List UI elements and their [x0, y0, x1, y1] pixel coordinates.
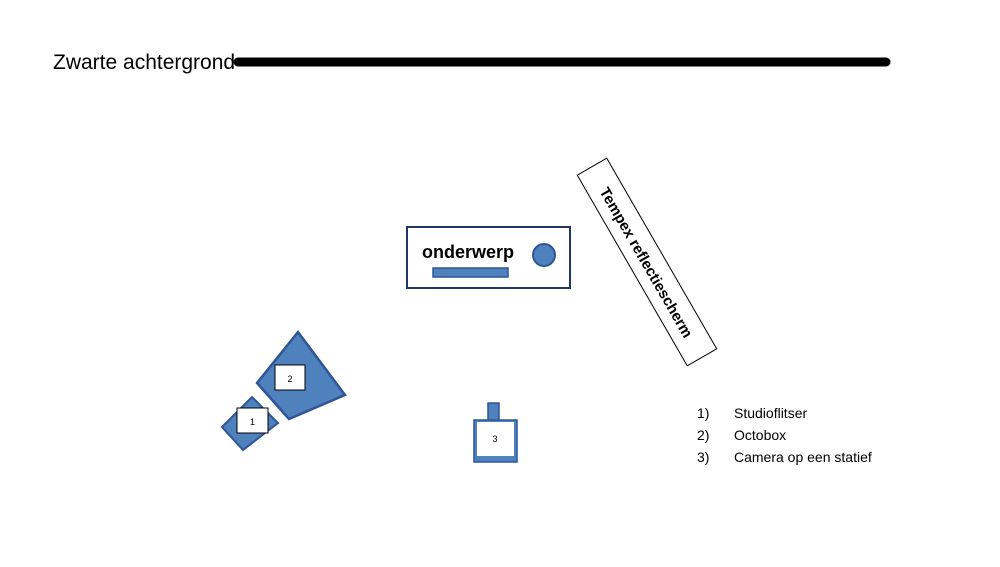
legend-item: 3) Camera op een statief	[697, 446, 872, 468]
legend: 1) Studioflitser 2) Octobox 3) Camera op…	[697, 402, 872, 468]
flash-marker-number: 1	[250, 417, 255, 427]
octobox-marker	[274, 364, 306, 391]
flash-marker	[236, 407, 269, 434]
background-title: Zwarte achtergrond	[53, 51, 236, 74]
legend-number: 2)	[697, 427, 710, 443]
legend-text: Octobox	[734, 427, 787, 443]
legend-text: Camera op een statief	[734, 449, 872, 465]
subject-label: onderwerp	[422, 242, 514, 262]
subject: onderwerp	[406, 226, 571, 289]
camera: 3	[473, 402, 518, 463]
legend-item: 1) Studioflitser	[697, 402, 872, 424]
reflector-label: Tempex reflectiescherm	[596, 185, 696, 341]
camera-lens	[487, 402, 500, 422]
legend-number: 1)	[697, 405, 710, 421]
studio-flash: 1	[220, 395, 280, 452]
camera-marker	[477, 422, 514, 456]
legend-item: 2) Octobox	[697, 424, 872, 446]
octobox: 2	[255, 329, 347, 421]
subject-circle	[532, 243, 556, 267]
legend-text: Studioflitser	[734, 405, 808, 421]
octobox-marker-number: 2	[287, 374, 292, 384]
camera-marker-number: 3	[492, 434, 497, 444]
subject-bar	[432, 267, 509, 278]
reflector: Tempex reflectiescherm	[576, 157, 718, 367]
legend-number: 3)	[697, 449, 710, 465]
reflector-board	[576, 157, 718, 367]
